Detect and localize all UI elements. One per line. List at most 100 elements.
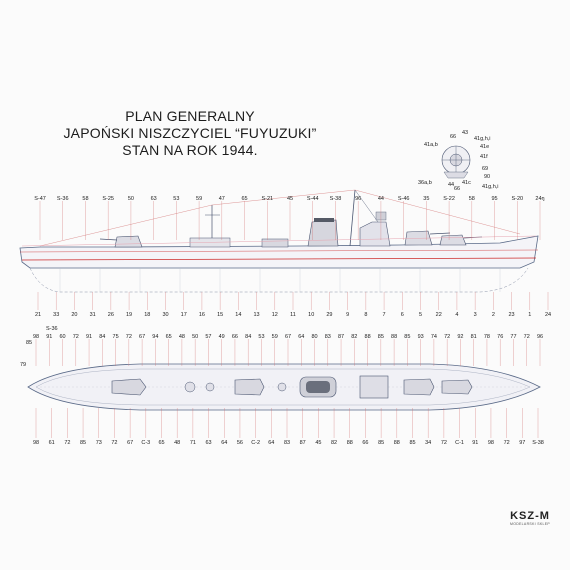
plan-callout: 65: [166, 334, 172, 340]
plan-callout: 84: [245, 334, 251, 340]
detail-callout: 41a,b: [424, 142, 438, 148]
plan-bottom-callout: 85: [409, 440, 415, 446]
detail-callout: 41e: [480, 144, 489, 150]
detail-drawing: [441, 145, 471, 179]
profile-bottom-callout: 33: [53, 312, 59, 318]
plan-bottom-callout: 87: [300, 440, 306, 446]
profile-bottom-callout: 15: [217, 312, 223, 318]
plan-bottom-callout: 88: [347, 440, 353, 446]
fore-turret-2: [404, 230, 433, 246]
plan-bottom-callout: 61: [49, 440, 55, 446]
profile-callout: 96: [355, 196, 361, 202]
plan-side-callout: 85: [26, 340, 32, 346]
plan-callout: 67: [285, 334, 291, 340]
plan-callout: 91: [46, 334, 52, 340]
title-line-2: JAPOŃSKI NISZCZYCIEL “FUYUZUKI”: [63, 125, 317, 141]
plan-callout: 82: [351, 334, 357, 340]
plan-bottom-callout: 85: [80, 440, 86, 446]
plan-callout: 59: [272, 334, 278, 340]
profile-bottom-callout: 12: [272, 312, 278, 318]
plan-turret-aft: [111, 378, 147, 396]
plan-callout: 87: [338, 334, 344, 340]
plan-bottom-callout: 72: [111, 440, 117, 446]
detail-callout: 41g,h,i: [474, 136, 491, 142]
profile-bottom-callout: 20: [71, 312, 77, 318]
profile-callout: 45: [287, 196, 293, 202]
plan-bottom-callout: 98: [33, 440, 39, 446]
profile-callout: S-21: [261, 196, 273, 202]
profile-bottom-callout: 18: [144, 312, 150, 318]
side-profile: [19, 189, 539, 293]
plan-callout: 72: [444, 334, 450, 340]
plan-bottom-callout: C-2: [251, 440, 260, 446]
title-line-3: STAN NA ROK 1944.: [122, 142, 258, 158]
profile-callout: S-47: [34, 196, 46, 202]
plan-callout: 74: [431, 334, 437, 340]
profile-callout: 95: [491, 196, 497, 202]
plan-bottom-callout: 97: [519, 440, 525, 446]
profile-bottom-callout: 13: [254, 312, 260, 318]
profile-callout: S-44: [307, 196, 319, 202]
detail-callout: 66: [450, 134, 456, 140]
plan-callout: 53: [258, 334, 264, 340]
profile-bottom-callout: 23: [509, 312, 515, 318]
title-line-1: PLAN GENERALNY: [125, 108, 255, 124]
profile-callout: 63: [151, 196, 157, 202]
plan-callout: 88: [391, 334, 397, 340]
profile-callout: 59: [196, 196, 202, 202]
profile-bottom-callout: 7: [383, 312, 386, 318]
plan-bottom-callout: 64: [221, 440, 227, 446]
detail-callout: 69: [482, 166, 488, 172]
detail-callout: 66: [454, 186, 460, 192]
plan-view: [27, 363, 541, 411]
profile-bottom-callout: 29: [326, 312, 332, 318]
plan-callout: 85: [378, 334, 384, 340]
hull-profile: [19, 235, 539, 269]
plan-callout: 81: [471, 334, 477, 340]
detail-callout: 36a,b: [418, 180, 432, 186]
profile-bottom-callout: 1: [528, 312, 531, 318]
plan-bottom-callout: 73: [96, 440, 102, 446]
profile-bottom-callout: 22: [436, 312, 442, 318]
plan-bottom-callout: 67: [127, 440, 133, 446]
plan-bottom-callout: 72: [504, 440, 510, 446]
plan-callout: 93: [418, 334, 424, 340]
plan-callout: 88: [365, 334, 371, 340]
ksz-logo: KSZ-M MODELARSKI SKLEP: [500, 510, 560, 526]
profile-bottom-callout: 9: [346, 312, 349, 318]
profile-bottom-callout: 14: [235, 312, 241, 318]
plan-bottom-callout: 83: [284, 440, 290, 446]
profile-callout: 53: [173, 196, 179, 202]
plan-callout: 75: [113, 334, 119, 340]
plan-bottom-callout: 65: [158, 440, 164, 446]
detail-callout: 44: [448, 182, 454, 188]
plan-bottom-callout: 82: [331, 440, 337, 446]
detail-callout: 90: [484, 174, 490, 180]
profile-bottom-callout: 26: [108, 312, 114, 318]
profile-callout: S-46: [398, 196, 410, 202]
profile-callout: S-36: [57, 196, 69, 202]
profile-bottom-callout: 11: [290, 312, 296, 318]
plan-callout: 98: [33, 334, 39, 340]
profile-bottom-callout: 5: [419, 312, 422, 318]
profile-callout: S-25: [102, 196, 114, 202]
profile-callout: 35: [423, 196, 429, 202]
profile-callout: 58: [469, 196, 475, 202]
plan-turret-aft-2: [234, 378, 265, 396]
plan-callout: 50: [192, 334, 198, 340]
plan-callout: 85: [404, 334, 410, 340]
plan-callout: 57: [205, 334, 211, 340]
plan-bottom-callout: C-1: [455, 440, 464, 446]
profile-bottom-callout: 30: [162, 312, 168, 318]
logo-sub-text: MODELARSKI SKLEP: [509, 522, 550, 526]
plan-bottom-callout: 72: [441, 440, 447, 446]
plan-bottom-callout: 56: [237, 440, 243, 446]
plan-callout: 66: [232, 334, 238, 340]
profile-callout: 47: [219, 196, 225, 202]
profile-bottom-callout: 3: [474, 312, 477, 318]
bridge: [359, 221, 391, 247]
plan-bottom-callout: 72: [64, 440, 70, 446]
plan-callout: 72: [524, 334, 530, 340]
plan-bottom-callout: 66: [362, 440, 368, 446]
